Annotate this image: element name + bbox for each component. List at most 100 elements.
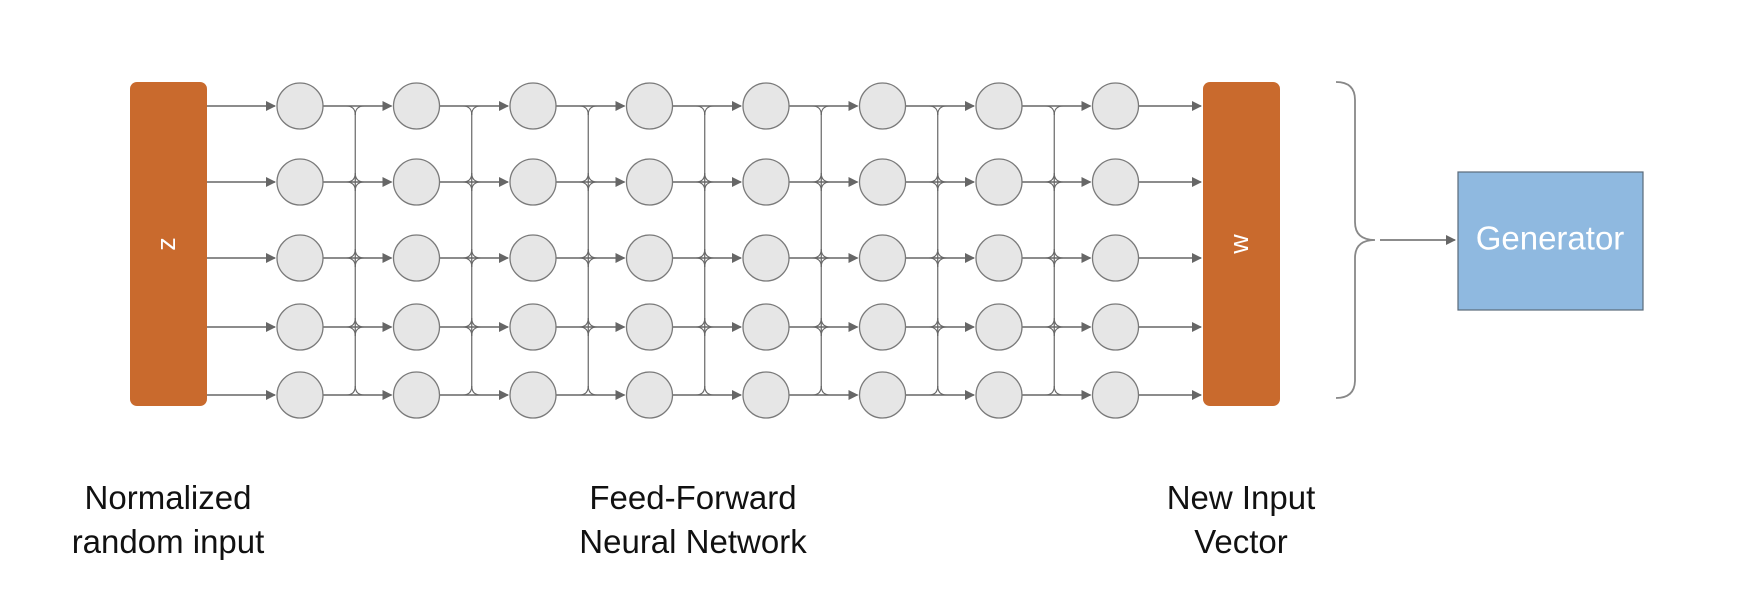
- cross-connection-curve: [937, 385, 947, 396]
- cross-connection-curve: [1045, 181, 1055, 192]
- cross-connection-curve: [1045, 385, 1055, 396]
- cross-connection-curve: [937, 317, 947, 328]
- cross-connection-curve: [587, 181, 598, 192]
- cross-connection-curve: [462, 181, 473, 192]
- cross-connection-curve: [471, 385, 481, 396]
- cross-connection-curve: [704, 172, 714, 183]
- output-caption-line2: Vector: [1194, 523, 1288, 560]
- cross-connection-curve: [928, 181, 939, 192]
- neuron-node: [742, 234, 790, 282]
- cross-connection-curve: [928, 317, 939, 328]
- cross-connection-curve: [346, 326, 356, 337]
- cross-connection-curve: [587, 257, 598, 268]
- cross-connection-curve: [812, 326, 822, 337]
- neuron-node: [975, 303, 1023, 351]
- neuron-node: [509, 82, 557, 130]
- cross-connection-curve: [695, 317, 706, 328]
- cross-connection-curve: [937, 326, 947, 337]
- cross-connection-curve: [928, 385, 939, 396]
- cross-connection-curve: [354, 248, 365, 259]
- neuron-node: [1091, 82, 1140, 130]
- cross-connection-curve: [1053, 172, 1064, 183]
- generator-box: Generator: [1457, 171, 1644, 311]
- cross-connection-curve: [704, 257, 714, 268]
- cross-connection-curve: [1053, 326, 1064, 337]
- cross-connection-curve: [587, 105, 598, 116]
- cross-connection-curve: [1053, 385, 1064, 396]
- cross-connection-curve: [1045, 326, 1055, 337]
- neuron-node: [392, 158, 441, 206]
- w-block-label: w: [1224, 234, 1254, 255]
- neuron-node: [858, 371, 907, 419]
- neuron-node: [742, 82, 790, 130]
- cross-connection-curve: [820, 326, 831, 337]
- cross-connection-curve: [579, 181, 589, 192]
- cross-connection-curve: [471, 181, 481, 192]
- cross-connection-curve: [812, 181, 822, 192]
- neuron-node: [276, 82, 324, 130]
- input-caption: Normalized random input: [48, 476, 288, 564]
- network-connections: [207, 101, 1202, 400]
- cross-connection-curve: [928, 257, 939, 268]
- cross-connection-curve: [1045, 105, 1055, 116]
- z-block-label: z: [151, 237, 181, 251]
- cross-connection-curve: [812, 105, 822, 116]
- input-caption-line1: Normalized: [84, 479, 252, 516]
- neuron-node: [975, 82, 1023, 130]
- neuron-node: [625, 303, 674, 351]
- cross-connection-curve: [812, 257, 822, 268]
- neuron-node: [276, 234, 324, 282]
- grouping-brace: [1335, 81, 1376, 399]
- cross-connection-curve: [1053, 257, 1064, 268]
- cross-connection-curve: [695, 105, 706, 116]
- neuron-node: [1091, 158, 1140, 206]
- cross-connection-curve: [354, 385, 365, 396]
- cross-connection-curve: [471, 257, 481, 268]
- neuron-node: [975, 158, 1023, 206]
- cross-connection-curve: [462, 326, 473, 337]
- neuron-node: [625, 82, 674, 130]
- cross-connection-curve: [937, 181, 947, 192]
- cross-connection-curve: [695, 257, 706, 268]
- cross-connection-curve: [471, 326, 481, 337]
- cross-connection-curve: [820, 248, 831, 259]
- cross-connection-curve: [820, 257, 831, 268]
- neuron-node: [276, 158, 324, 206]
- neuron-node: [858, 234, 907, 282]
- cross-connection-curve: [695, 172, 706, 183]
- cross-connection-curve: [1053, 105, 1064, 116]
- cross-connection-curve: [587, 248, 598, 259]
- neuron-node: [392, 82, 441, 130]
- cross-connection-curve: [346, 257, 356, 268]
- neuron-node: [858, 158, 907, 206]
- cross-connection-curve: [695, 181, 706, 192]
- cross-connection-curve: [704, 385, 714, 396]
- cross-connection-curve: [812, 172, 822, 183]
- cross-connection-curve: [820, 181, 831, 192]
- neuron-node: [742, 303, 790, 351]
- cross-connection-curve: [928, 326, 939, 337]
- neuron-node: [858, 303, 907, 351]
- cross-connection-curve: [695, 248, 706, 259]
- cross-connection-curve: [587, 385, 598, 396]
- cross-connection-curve: [812, 385, 822, 396]
- cross-connection-curve: [462, 248, 473, 259]
- neuron-node: [975, 371, 1023, 419]
- cross-connection-curve: [1053, 181, 1064, 192]
- cross-connection-curve: [462, 105, 473, 116]
- neuron-node: [509, 234, 557, 282]
- cross-connection-curve: [1045, 172, 1055, 183]
- cross-connection-curve: [579, 317, 589, 328]
- cross-connection-curve: [937, 172, 947, 183]
- cross-connection-curve: [579, 172, 589, 183]
- input-caption-line2: random input: [71, 523, 265, 560]
- cross-connection-curve: [695, 385, 706, 396]
- cross-connection-curve: [704, 326, 714, 337]
- cross-connection-curve: [579, 257, 589, 268]
- cross-connection-curve: [354, 172, 365, 183]
- network-caption-line1: Feed-Forward: [589, 479, 797, 516]
- cross-connection-curve: [462, 317, 473, 328]
- neuron-node: [509, 303, 557, 351]
- network-caption: Feed-Forward Neural Network: [548, 476, 838, 564]
